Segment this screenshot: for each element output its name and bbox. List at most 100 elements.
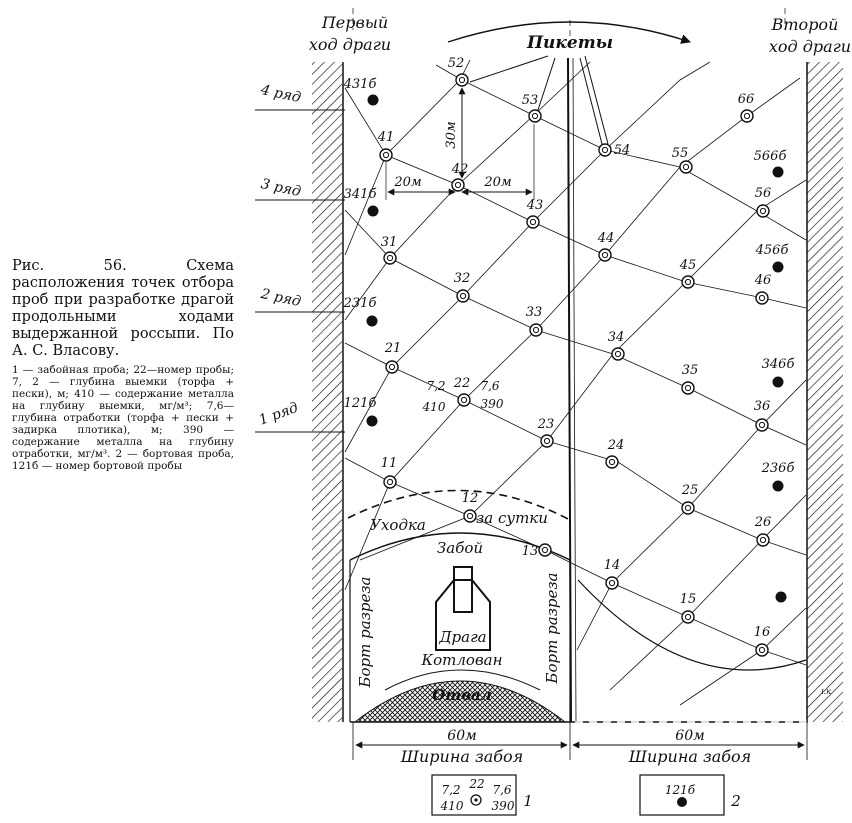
face-sample-inner-ring bbox=[608, 458, 616, 466]
face-sample-icon bbox=[681, 275, 695, 289]
right-pit-arc bbox=[577, 579, 807, 671]
face-sample-icon bbox=[679, 160, 693, 174]
face-sample-inner-ring bbox=[531, 112, 539, 120]
face-sample-icon bbox=[755, 291, 769, 305]
face-sample-inner-ring bbox=[684, 613, 692, 621]
face-sample-number: 45 bbox=[679, 258, 697, 273]
face-sample-inner-ring bbox=[388, 363, 396, 371]
zaboy-label: Забой bbox=[437, 539, 483, 557]
legend-1-label: 1 bbox=[523, 792, 533, 810]
side-sample-346б: 346б bbox=[762, 357, 795, 388]
face-sample-number: 12 bbox=[462, 491, 479, 506]
face-sample-inner-ring bbox=[529, 218, 537, 226]
face-sample-inner-ring bbox=[458, 76, 466, 84]
side-sample-number: 431б bbox=[343, 77, 377, 92]
face-sample-44: 44 bbox=[597, 231, 614, 262]
face-sample-inner-ring bbox=[759, 207, 767, 215]
side-sample-566б: 566б bbox=[754, 149, 787, 178]
face-sample-number: 35 bbox=[682, 363, 699, 378]
face-sample-number: 13 bbox=[522, 544, 539, 559]
face-sample-inner-ring bbox=[684, 504, 692, 512]
otval-label: Отвал bbox=[432, 686, 492, 704]
face-sample-21: 21 bbox=[384, 341, 402, 374]
face-sample-inner-ring bbox=[614, 350, 622, 358]
face-sample-inner-ring bbox=[386, 478, 394, 486]
face-sample-icon bbox=[611, 347, 625, 361]
face-sample-46: 46 bbox=[754, 273, 771, 305]
side-sample-icon bbox=[367, 94, 379, 106]
side-sample-icon bbox=[772, 261, 784, 273]
face-sample-icon bbox=[755, 418, 769, 432]
face-sample-56: 56 bbox=[755, 186, 771, 218]
face-sample-number: 54 bbox=[614, 143, 631, 158]
face-sample-icon bbox=[598, 143, 612, 157]
caption-title: Рис. 56. Схема расположения точек отбора… bbox=[12, 258, 234, 359]
face-sample-icon bbox=[383, 475, 397, 489]
face-sample-number: 14 bbox=[604, 558, 621, 573]
side-sample-number: 456б bbox=[755, 243, 789, 258]
side-sample-icon bbox=[772, 480, 784, 492]
face-sample-inner-ring bbox=[684, 384, 692, 392]
face-sample-icon bbox=[681, 501, 695, 515]
row-label-3: 3 ряд bbox=[259, 176, 302, 200]
first-pass-label-1: Первый bbox=[321, 13, 388, 32]
face-sample-12: 12 bbox=[462, 491, 479, 523]
kotlovan-label: Котлован bbox=[421, 651, 503, 669]
face-sample-inner-ring bbox=[682, 163, 690, 171]
za-sutki-label: за сутки bbox=[476, 509, 548, 527]
left-wall-hatch bbox=[312, 62, 342, 722]
side-sample-icon bbox=[366, 415, 378, 427]
row-label-4: 4 ряд bbox=[258, 82, 302, 106]
face-sample-icon bbox=[379, 148, 393, 162]
face-sample-number: 36 bbox=[754, 399, 771, 414]
face-sample-15: 15 bbox=[680, 592, 697, 624]
face-sample-inner-ring bbox=[454, 181, 462, 189]
side-sample-231б: 231б bbox=[343, 296, 378, 327]
face-sample-icon bbox=[463, 509, 477, 523]
side-sample-number: 346б bbox=[762, 357, 795, 372]
legend-content2: 390 bbox=[492, 799, 515, 813]
face-sample-52: 52 bbox=[448, 56, 469, 87]
face-sample-inner-ring bbox=[758, 421, 766, 429]
face-sample-66: 66 bbox=[738, 92, 754, 123]
face-sample-33: 33 bbox=[526, 305, 543, 337]
side-sample-icon bbox=[367, 205, 379, 217]
face-sample-25: 25 bbox=[681, 483, 698, 515]
face-sample-32: 32 bbox=[454, 271, 471, 303]
side-sample-121б: 121б bbox=[344, 396, 378, 427]
legend-depth2: 7,6 bbox=[492, 783, 511, 797]
caption-legend: 1 — забойная проба; 22—номер пробы; 7, 2… bbox=[12, 364, 234, 472]
face-sample-icon bbox=[756, 533, 770, 547]
face-sample-number: 53 bbox=[522, 93, 539, 108]
row-label-1: 1 ряд bbox=[257, 400, 301, 429]
face-sample-inner-ring bbox=[541, 546, 549, 554]
legend-content: 410 bbox=[440, 799, 464, 813]
face-sample-number: 15 bbox=[680, 592, 697, 607]
face-sample-54: 54 bbox=[598, 143, 631, 158]
face-sample-35: 35 bbox=[681, 363, 699, 395]
legend-side-sample-icon bbox=[677, 797, 687, 807]
face-sample-number: 26 bbox=[754, 515, 772, 530]
face-sample-icon bbox=[529, 323, 543, 337]
legend-bort-num: 121б bbox=[665, 783, 696, 797]
side-sample-number: 566б bbox=[754, 149, 787, 164]
p22-depth: 7,2 bbox=[426, 379, 445, 393]
face-sample-13: 13 bbox=[522, 543, 552, 559]
face-sample-inner-ring bbox=[382, 151, 390, 159]
face-sample-number: 21 bbox=[384, 341, 402, 356]
face-sample-icon bbox=[455, 73, 469, 87]
dim-20m-label-right: 20м bbox=[483, 175, 511, 190]
dredge-symbol bbox=[435, 566, 491, 651]
uhodka-label: Уходка bbox=[370, 516, 426, 534]
face-sample-inner-ring bbox=[758, 294, 766, 302]
face-sample-inner-ring bbox=[532, 326, 540, 334]
dredge-sampling-diagram: Первый ход драги Второй ход драги Пикеты… bbox=[255, 8, 851, 816]
pickets-arc-arrow bbox=[447, 21, 691, 44]
face-sample-inner-ring bbox=[543, 437, 551, 445]
face-sample-number: 16 bbox=[754, 625, 771, 640]
face-sample-number: 32 bbox=[454, 271, 471, 286]
face-sample-icon bbox=[598, 248, 612, 262]
side-sample-number: 121б bbox=[344, 396, 377, 411]
face-sample-inner-ring bbox=[601, 146, 609, 154]
